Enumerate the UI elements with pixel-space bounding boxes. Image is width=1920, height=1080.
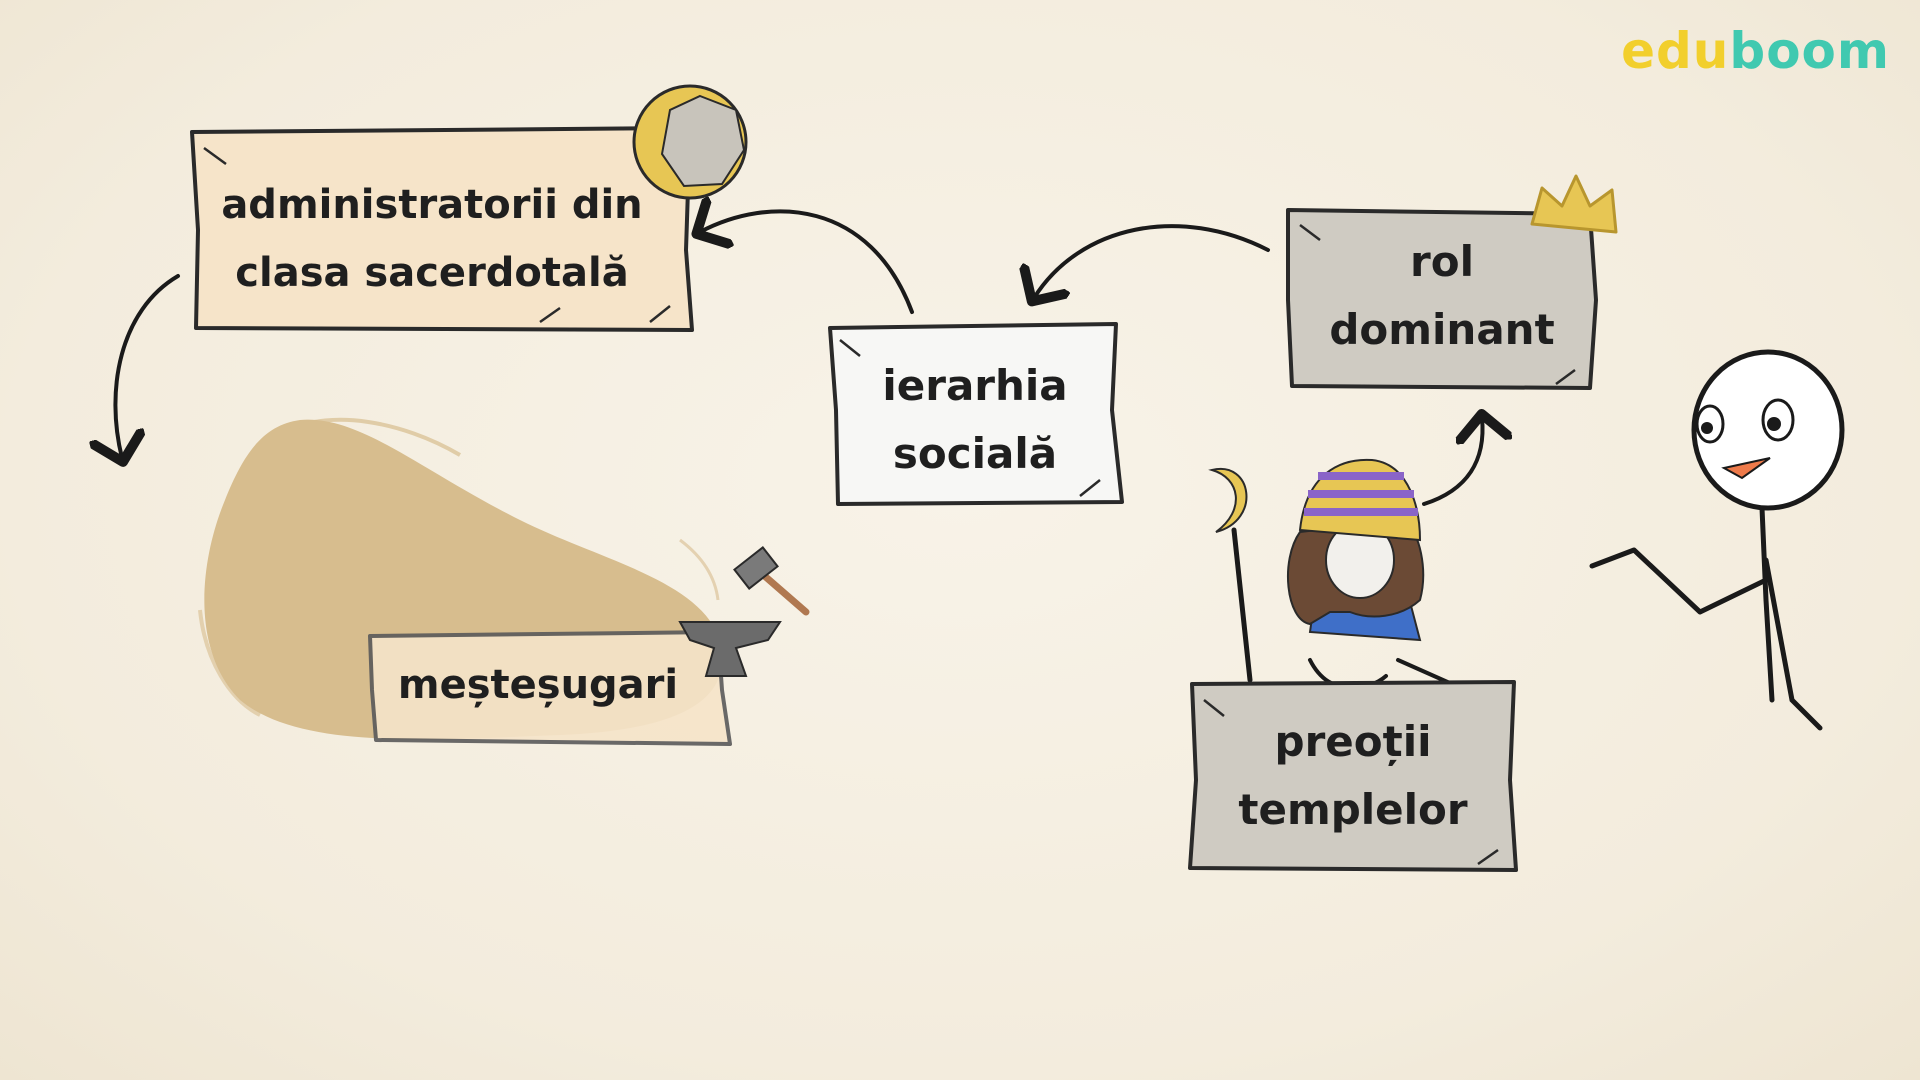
anvil-hammer-icon: [678, 546, 810, 677]
rol-line2: dominant: [1329, 305, 1554, 354]
mestesugari-label: meșteșugari: [398, 662, 678, 708]
plaque-rol-dominant: rol dominant: [1286, 208, 1598, 390]
preotii-line2: templelor: [1238, 785, 1468, 834]
arrow-rol-to-ierarhia: [1034, 224, 1270, 298]
stick-figure-narrator: [1589, 349, 1845, 731]
plaque-ierarhia: ierarhia socială: [828, 322, 1124, 506]
administratori-line2: clasa sacerdotală: [235, 250, 628, 296]
crown-icon: [1530, 174, 1618, 234]
arrow-preotii-to-rol: [1422, 418, 1483, 506]
arrow-ierarhia-to-administratori: [700, 211, 914, 314]
arrow-administratori-to-mestesugari: [115, 274, 180, 458]
logo-text-boom: boom: [1729, 22, 1890, 80]
ierarhia-line2: socială: [893, 429, 1057, 478]
moon-coin-icon: [632, 84, 748, 200]
priest-figure: [1208, 458, 1454, 691]
rol-line1: rol: [1410, 237, 1474, 286]
plaque-preotii: preoții templelor: [1188, 680, 1518, 872]
logo-text-edu: edu: [1621, 22, 1730, 80]
plaque-mestesugari: meșteșugari: [368, 630, 732, 746]
ierarhia-line1: ierarhia: [882, 361, 1067, 410]
preotii-line1: preoții: [1275, 717, 1432, 767]
administratori-line1: administratorii din: [221, 182, 642, 228]
eduboom-logo: eduboom: [1621, 22, 1890, 80]
plaque-administratori: administratorii din clasa sacerdotală: [190, 126, 694, 332]
